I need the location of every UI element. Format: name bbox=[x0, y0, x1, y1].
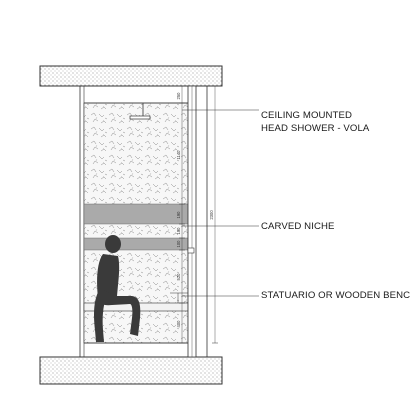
dimension-segment-label: 190 bbox=[176, 211, 181, 219]
head-shower-icon bbox=[129, 103, 151, 120]
callout-head-shower-line2: HEAD SHOWER - VOLA bbox=[261, 123, 370, 134]
overall-dimension-label: 2300 bbox=[209, 210, 214, 220]
seated-person-figure bbox=[94, 235, 141, 342]
callout-head-shower-line1: CEILING MOUNTED bbox=[261, 110, 353, 121]
dimension-segment-label: 400 bbox=[176, 320, 181, 328]
dimension-segment-label: 250 bbox=[176, 92, 181, 100]
carved-niche-band-lower bbox=[83, 237, 189, 251]
overall-dimension: 2300 bbox=[209, 85, 218, 344]
dimension-segment-label: 1140 bbox=[176, 150, 181, 160]
floor-slab bbox=[39, 356, 223, 385]
callout-carved-niche: CARVED NICHE bbox=[261, 221, 335, 232]
callout-bench: STATUARIO OR WOODEN BENCH bbox=[261, 290, 410, 301]
mixer-valve-icon bbox=[187, 247, 195, 254]
dimension-chain: 250 1140 190 150 100 520 400 bbox=[176, 86, 185, 344]
dimension-segment-label: 100 bbox=[176, 240, 181, 248]
callout-head-shower: CEILING MOUNTED HEAD SHOWER - VOLA bbox=[261, 109, 369, 135]
dimension-segment-label: 150 bbox=[176, 227, 181, 235]
dimension-segment-label: 520 bbox=[176, 273, 181, 281]
carved-niche-band-upper bbox=[83, 203, 189, 225]
ceiling-slab bbox=[39, 65, 223, 87]
